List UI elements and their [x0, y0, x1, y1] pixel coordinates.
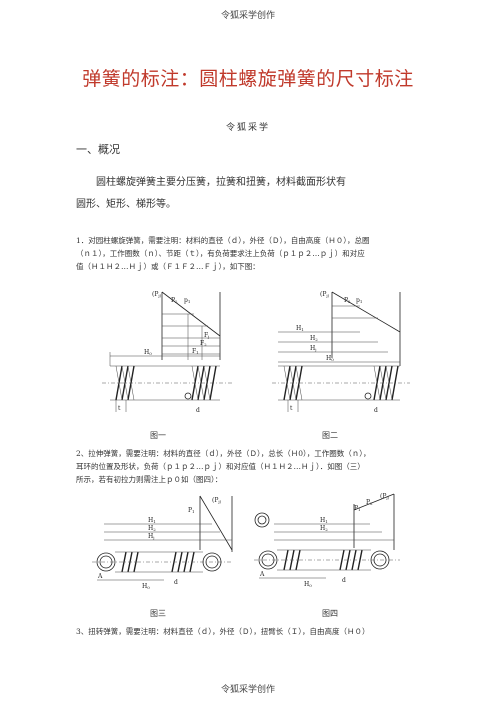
fig1-label-pj: (Pj): [152, 291, 162, 298]
fig4-label-a: A: [259, 571, 265, 578]
fig2-label-pj: (Pj): [320, 291, 330, 298]
figure-3-caption: 图三: [150, 609, 166, 618]
fig3-label-hj: Hj: [148, 533, 154, 540]
fig4-spring-body: [254, 512, 400, 571]
intro-line-2: 圆形、矩形、梯形等。: [76, 199, 176, 210]
item-1-paragraph: 1．对园柱螺旋弹簧，需要注明：材料的直径（ｄ），外径（Ｄ），自由高度（Ｈ０），总…: [76, 234, 420, 273]
fig2-label-d: d: [374, 407, 378, 414]
fig4-label-d: d: [342, 577, 346, 584]
fig4-label-p1: P1: [354, 505, 361, 512]
fig2-wire-section: [364, 392, 372, 400]
fig1-wire-section: [184, 392, 192, 400]
figure-3-extension-spring: (Pj) P1 H1 H2 Hj A H0 d: [92, 495, 233, 590]
fig2-label-p1: p1: [356, 297, 362, 304]
fig1-spring-coils: [115, 365, 217, 401]
author-line: 令狐采学: [225, 123, 270, 133]
figure-4-caption: 图四: [322, 609, 338, 618]
item-1-line-2: （ｎ１），工作圈数（ｎ）、节距（ｔ），有负荷要求注上负荷（ｐ１ｐ２…ｐｊ）和对应: [76, 249, 365, 258]
fig1-label-h0: H0: [144, 349, 152, 356]
fig3-label-h0: H0: [142, 583, 150, 590]
item-2-line-1: 2、拉伸弹簧，需要注明：材料的直径（ｄ），外径（Ｄ），总长（Ｈ0），工作圈数（ｎ…: [76, 449, 371, 458]
fig1-label-t: t: [118, 405, 121, 412]
fig2-label-hj: Hj: [310, 345, 316, 352]
fig4-label-pj: (Pj): [380, 493, 390, 500]
fig1-label-fj: Fj: [204, 332, 209, 339]
page-header: 令狐采学创作: [220, 11, 275, 21]
fig4-label-p2: P2: [366, 499, 373, 506]
item-3-line-1: 3、扭转弹簧，需要注明：材料直径（ｄ），外径（Ｄ），扭臂长（Ｉ），自由高度（Ｈ０…: [76, 627, 370, 636]
figure-1-compression-spring: (Pj) P2 p1 Fj F2 F1 H0 t d: [102, 291, 232, 414]
fig1-label-d: d: [196, 407, 200, 414]
intro-paragraph: 圆柱螺旋弹簧主要分压簧，拉簧和扭簧，材料截面形状有 圆形、矩形、梯形等。: [76, 172, 420, 216]
page-footer: 令狐采学创作: [220, 685, 275, 695]
fig2-label-t: t: [290, 405, 293, 412]
figure-1-caption: 图一: [150, 431, 166, 440]
figure-2-compression-spring: (Pj) P2 p1 H1 H2 Hj H0 t d: [272, 291, 410, 414]
fig1-label-p2: P2: [171, 297, 178, 304]
fig3-label-p1: P1: [188, 507, 195, 514]
fig3-label-h1: H1: [148, 517, 156, 524]
fig3-label-pj: (Pj): [212, 497, 222, 504]
item-1-line-1: 1．对园柱螺旋弹簧，需要注明：材料的直径（ｄ），外径（Ｄ），自由高度（Ｈ０），总…: [76, 236, 370, 245]
fig2-label-h0: H0: [326, 355, 334, 362]
fig4-label-h0: H0: [304, 581, 312, 588]
section-heading: 一、概况: [76, 143, 120, 156]
fig2-spring-coils: [283, 365, 399, 401]
fig2-label-p2: P2: [344, 297, 351, 304]
fig1-label-p1: p1: [184, 297, 190, 304]
fig4-label-h2: H2: [320, 525, 328, 532]
fig4-label-h1: H1: [320, 517, 328, 524]
figure-4-extension-spring-preload: (Pj) P2 P1 H1 H2 A H0 d: [254, 493, 400, 588]
fig1-label-f2: F2: [200, 340, 207, 347]
figure-2-caption: 图二: [322, 431, 338, 440]
fig3-label-d: d: [174, 579, 178, 586]
fig2-label-h2: H2: [310, 335, 318, 342]
document-title: 弹簧的标注：圆柱螺旋弹簧的尺寸标注: [82, 68, 414, 90]
item-2-paragraph: 2、拉伸弹簧，需要注明：材料的直径（ｄ），外径（Ｄ），总长（Ｈ0），工作圈数（ｎ…: [76, 447, 420, 486]
item-3-paragraph: 3、扭转弹簧，需要注明：材料直径（ｄ），外径（Ｄ），扭臂长（Ｉ），自由高度（Ｈ０…: [76, 625, 420, 638]
item-2-line-2: 耳环的位置及形状，负荷（ｐ１ｐ２…ｐｊ）和对应值（Ｈ１Ｈ２…Ｈｊ）．如图（三）: [76, 462, 365, 471]
fig1-label-f1: F1: [192, 348, 199, 355]
item-1-line-3: 值（Ｈ１Ｈ２…Ｈｊ）或（Ｆ１Ｆ２…Ｆｊ），如下图：: [76, 262, 260, 271]
intro-line-1: 圆柱螺旋弹簧主要分压簧，拉簧和扭簧，材料截面形状有: [96, 177, 346, 188]
fig3-spring-body: [92, 551, 232, 573]
fig3-label-h2: H2: [148, 525, 156, 532]
item-2-line-3: 所示，若有初拉力则需注上ｐ０如（图四）：: [76, 475, 223, 484]
fig2-label-h1: H1: [296, 325, 304, 332]
fig3-label-a: A: [97, 573, 103, 580]
